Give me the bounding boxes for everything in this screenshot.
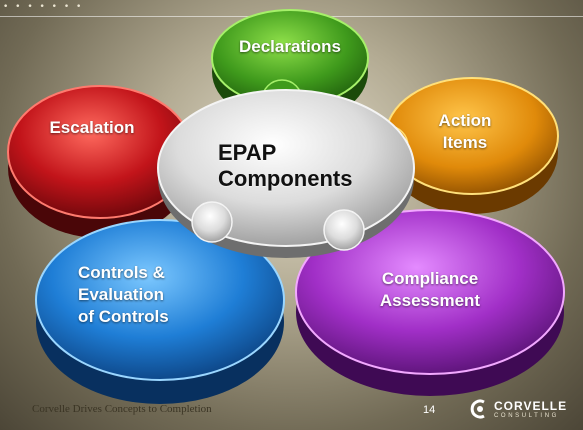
corvelle-logo-icon [470,399,485,419]
center-title-line1: EPAP [218,140,277,165]
footer-tagline: Corvelle Drives Concepts to Completion [32,403,212,415]
compliance-label: Compliance Assessment [350,268,510,312]
logo-subtitle: CONSULTING [494,413,559,419]
center-title: EPAP Components [218,140,398,192]
escalation-label: Escalation [32,117,152,139]
controls-piece [35,219,285,381]
center-knob-blue [191,201,233,243]
page-number: 14 [423,404,436,416]
controls-label: Controls & Evaluation of Controls [78,262,218,328]
declarations-label: Declarations [220,36,360,58]
controls-label-line3: of Controls [78,307,169,326]
action-items-label: Action Items [420,110,510,154]
escalation-label-text: Escalation [49,118,135,137]
center-title-line2: Components [218,166,353,191]
controls-label-line2: Evaluation [78,285,164,304]
center-knob-purple [323,209,365,251]
declarations-label-text: Declarations [238,37,342,56]
logo-name: CORVELLE [494,399,568,413]
compliance-label-line1: Compliance [381,269,479,288]
decorative-dots: • • • • • • • [3,2,84,12]
compliance-piece [295,209,565,375]
action-items-label-line1: Action [438,111,492,130]
corvelle-logo: CORVELLE CONSULTING [470,398,580,422]
center-piece [157,89,415,258]
compliance-label-line2: Assessment [379,291,481,310]
controls-label-line1: Controls & [78,263,165,282]
action-items-label-line2: Items [442,133,488,152]
